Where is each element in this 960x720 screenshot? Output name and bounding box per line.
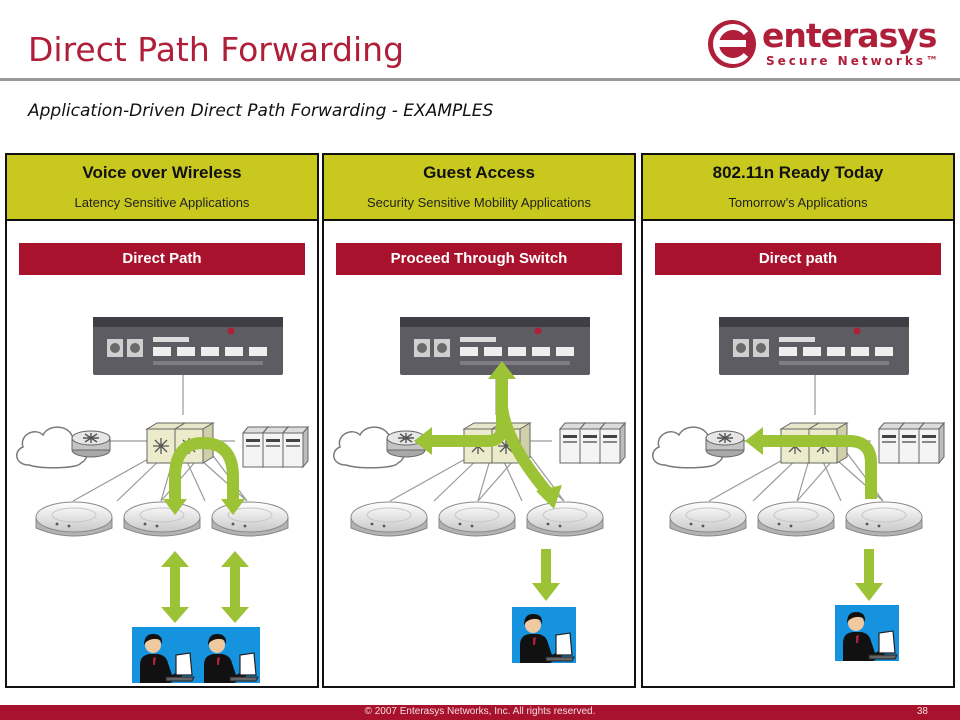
access-point-icon xyxy=(757,501,835,537)
network-diagram xyxy=(16,317,309,684)
panel-voice-over-wireless: Voice over Wireless Latency Sensitive Ap… xyxy=(5,153,319,688)
core-switch-icon xyxy=(93,317,283,375)
user-laptop-icon xyxy=(834,604,900,662)
access-point-icon xyxy=(35,501,113,537)
router-icon xyxy=(705,430,745,458)
footer-bar: © 2007 Enterasys Networks, Inc. All righ… xyxy=(0,705,960,720)
logo-tagline: Secure Networks™ xyxy=(766,54,941,68)
down-arrow-icon xyxy=(532,549,560,601)
server-icon xyxy=(599,422,626,464)
router-icon xyxy=(71,430,111,458)
access-point-icon xyxy=(211,501,289,537)
path-label: Direct Path xyxy=(19,243,305,275)
panel-guest-access: Guest Access Security Sensitive Mobility… xyxy=(322,153,636,688)
access-point-icon xyxy=(845,501,923,537)
arrow-head-icon xyxy=(163,499,245,515)
logo-wordmark: enterasys xyxy=(762,16,937,55)
direct-path-arrow xyxy=(169,436,239,501)
network-diagram xyxy=(652,317,945,662)
access-point-icon xyxy=(123,501,201,537)
panel-subtitle: Tomorrow’s Applications xyxy=(728,195,868,210)
access-point-icon xyxy=(438,501,516,537)
panel-title: Voice over Wireless xyxy=(82,163,242,182)
panel-header: Voice over Wireless Latency Sensitive Ap… xyxy=(7,155,317,221)
down-arrow-icon xyxy=(855,549,883,601)
core-switch-icon xyxy=(719,317,909,375)
panel-subtitle: Security Sensitive Mobility Applications xyxy=(367,195,591,210)
slide-subtitle: Application-Driven Direct Path Forwardin… xyxy=(28,101,494,121)
panel-title: 802.11n Ready Today xyxy=(712,163,884,182)
network-diagram xyxy=(333,317,626,664)
title-divider xyxy=(0,78,960,81)
slide-title: Direct Path Forwarding xyxy=(28,30,405,69)
user-laptop-icon xyxy=(195,626,261,684)
path-label: Proceed Through Switch xyxy=(336,243,622,275)
core-switch-icon xyxy=(400,317,590,375)
copyright-text: © 2007 Enterasys Networks, Inc. All righ… xyxy=(364,706,596,717)
access-point-icon xyxy=(669,501,747,537)
panel-802-11n-ready-today: 802.11n Ready Today Tomorrow’s Applicati… xyxy=(641,153,955,688)
page-number: 38 xyxy=(916,706,928,717)
user-laptop-icon xyxy=(511,606,577,664)
server-icon xyxy=(282,426,309,468)
panel-header: 802.11n Ready Today Tomorrow’s Applicati… xyxy=(643,155,953,221)
enterasys-logo: enterasys Secure Networks™ xyxy=(706,16,946,72)
panel-title: Guest Access xyxy=(423,163,535,182)
panel-header: Guest Access Security Sensitive Mobility… xyxy=(324,155,634,221)
two-way-arrow-icon xyxy=(161,551,249,623)
panel-subtitle: Latency Sensitive Applications xyxy=(74,195,250,210)
access-point-icon xyxy=(526,501,604,537)
path-label: Direct path xyxy=(655,243,941,275)
user-laptop-icon xyxy=(131,626,197,684)
logo-e-icon xyxy=(708,20,756,68)
through-switch-arrow xyxy=(414,361,562,509)
access-point-icon xyxy=(350,501,428,537)
direct-path-arrow xyxy=(745,427,877,499)
server-icon xyxy=(918,422,945,464)
